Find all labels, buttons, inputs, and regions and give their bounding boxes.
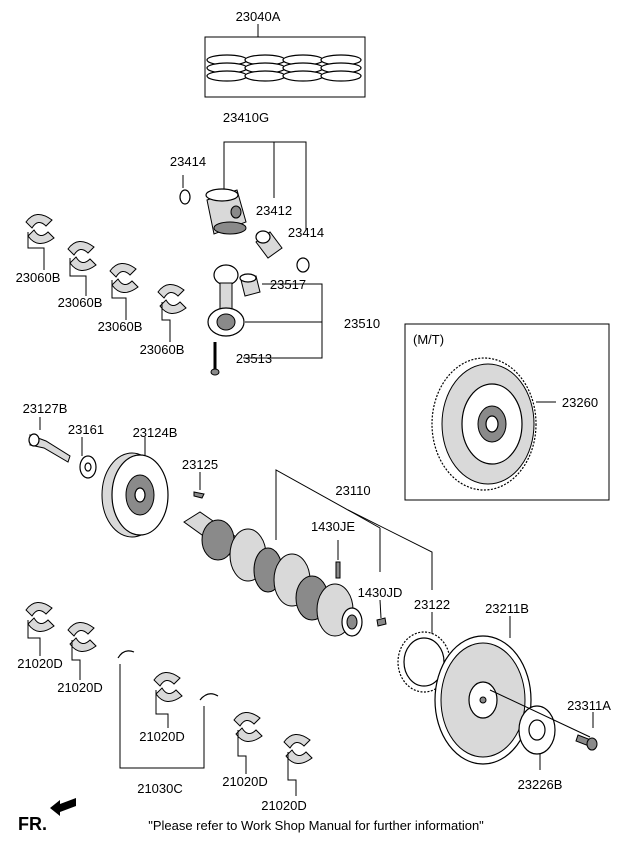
label-23414-top: 23414 [170,154,206,169]
label-21020D-2: 21020D [57,680,103,695]
dual-mass-flywheel-icon [431,357,537,491]
con-rod-bearing-2 [67,241,97,296]
label-23127B: 23127B [23,401,68,416]
drive-plate-icon [434,635,532,765]
main-bearing-3 [153,672,183,728]
main-bearing-4 [233,712,263,774]
label-23517: 23517 [270,277,306,292]
label-23110: 23110 [335,483,370,498]
connecting-rod [207,264,323,376]
mt-box [404,323,610,501]
label-1430JE: 1430JE [311,519,355,534]
label-23060B-4: 23060B [140,342,185,357]
label-23513: 23513 [236,351,272,366]
label-23211B: 23211B [485,601,529,616]
snap-ring-1 [179,189,191,205]
crank-pulley-icon [101,437,169,538]
con-rod-bearing-4 [157,284,187,342]
piston-icon [205,188,247,235]
label-21020D-1: 21020D [17,656,63,671]
con-rod-bearing-1 [25,214,55,270]
label-23226B: 23226B [518,777,563,792]
label-23412: 23412 [256,203,292,218]
label-23125: 23125 [182,457,218,472]
label-21020D-5: 21020D [261,798,307,813]
con-rod-bearing-3 [109,263,139,320]
label-23311A: 23311A [567,698,611,713]
main-bearing-1 [25,602,55,656]
woodruff-key-icon [193,472,205,499]
snap-ring-2 [296,257,310,273]
label-23510: 23510 [344,316,380,331]
label-23124B: 23124B [133,425,178,440]
dowel-pin-icon [335,561,341,579]
crankshaft-icon [183,511,363,637]
flywheel-bolt-icon [575,734,598,751]
piston-ring-stack-4 [320,54,362,82]
label-23122: 23122 [414,597,450,612]
label-23414-bottom: 23414 [288,225,324,240]
label-23060B-1: 23060B [16,270,61,285]
piston-ring-stack-1 [206,54,248,82]
label-21030C: 21030C [137,781,183,796]
front-arrow-icon [50,798,76,816]
dowel-pin-2-icon [376,617,387,627]
adapter-plate-icon [518,705,556,755]
piston-ring-stack-2 [244,54,286,82]
label-23060B-2: 23060B [58,295,103,310]
main-bearing-5 [283,734,313,796]
crank-washer-icon [79,437,97,479]
front-direction-label: FR. [18,814,47,834]
piston-ring-set-box [204,24,366,98]
label-23161: 23161 [68,422,104,437]
con-rod-icon [207,264,245,337]
footer-note: "Please refer to Work Shop Manual for fu… [148,818,484,833]
thrust-washer-icon [117,650,219,701]
mt-box-label: (M/T) [413,332,444,347]
main-bearing-2 [67,622,97,680]
label-23040A: 23040A [236,9,281,24]
label-21020D-4: 21020D [222,774,268,789]
label-23410G: 23410G [223,110,269,125]
crank-bolt-icon [28,417,71,463]
target-wheel-icon [397,631,451,693]
piston-pin-icon [255,230,283,259]
label-23260: 23260 [562,395,598,410]
con-rod-bolt-icon [210,342,220,376]
piston-ring-stack-3 [282,54,324,82]
label-21020D-3: 21020D [139,729,185,744]
label-23060B-3: 23060B [98,319,143,334]
label-1430JD: 1430JD [358,585,403,600]
piston-assembly [179,141,310,273]
small-end-bushing-icon [239,273,261,297]
